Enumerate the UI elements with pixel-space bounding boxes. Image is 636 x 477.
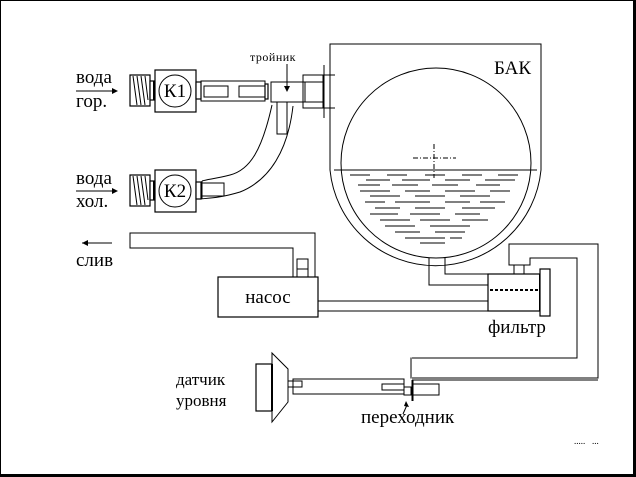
valve-k2-label: К2	[164, 181, 186, 202]
drain: слив	[76, 232, 316, 279]
hot-water-label-line2: гор.	[76, 91, 107, 112]
filter-label: фильтр	[488, 317, 546, 338]
filter-body	[487, 273, 541, 312]
valve-k1-label: К1	[164, 81, 186, 102]
valve-k2-circle	[158, 174, 192, 208]
water-hatching	[350, 174, 518, 244]
hot-pipe	[200, 80, 269, 102]
footer-dots: ..... ...	[574, 436, 599, 446]
tank-outlet-pipe	[428, 258, 488, 286]
filter-cap	[539, 268, 551, 317]
tank-label: БАК	[494, 58, 531, 79]
tee-label: тройник	[250, 50, 296, 64]
valve-k1: К1	[129, 69, 202, 113]
tank: БАК	[329, 43, 542, 267]
curved-hose	[199, 104, 294, 200]
sensor-pipe	[292, 378, 405, 395]
valve-k1-body	[154, 69, 197, 113]
drain-label: слив	[76, 250, 113, 271]
adapter-label: переходник	[361, 407, 455, 428]
tank-vessel	[340, 67, 532, 259]
hot-water-inlet: вода гор.	[76, 67, 118, 112]
tank-outline	[329, 43, 542, 267]
tee-fitting: тройник	[250, 50, 335, 135]
sensor-head	[255, 363, 273, 412]
adapter-pointer-line	[402, 404, 408, 415]
level-sensor-label-line1: датчик	[176, 370, 226, 389]
cold-water-label-line2: хол.	[76, 191, 108, 212]
arrow-down-icon	[284, 86, 290, 92]
arrow-up-icon	[404, 401, 409, 407]
level-sensor-label-line2: уровня	[176, 391, 227, 410]
pump-label: насос	[245, 287, 290, 308]
level-sensor: датчик уровня	[176, 351, 412, 424]
adapter: переходник	[361, 357, 598, 428]
arrow-right-icon	[112, 88, 118, 94]
valve-k2: К2	[129, 169, 225, 213]
hot-water-label-line1: вода	[76, 67, 112, 88]
arrow-left-icon	[82, 240, 88, 246]
valve-k1-circle	[158, 74, 192, 108]
sensor-cone	[271, 351, 289, 424]
pump-body	[217, 276, 319, 318]
pump: насос	[217, 276, 488, 318]
filter: фильтр	[412, 243, 599, 379]
arrow-right-icon	[112, 188, 118, 194]
drain-pipe	[129, 232, 316, 279]
cold-water-inlet: вода хол.	[76, 168, 118, 212]
cold-water-label-line1: вода	[76, 168, 112, 189]
